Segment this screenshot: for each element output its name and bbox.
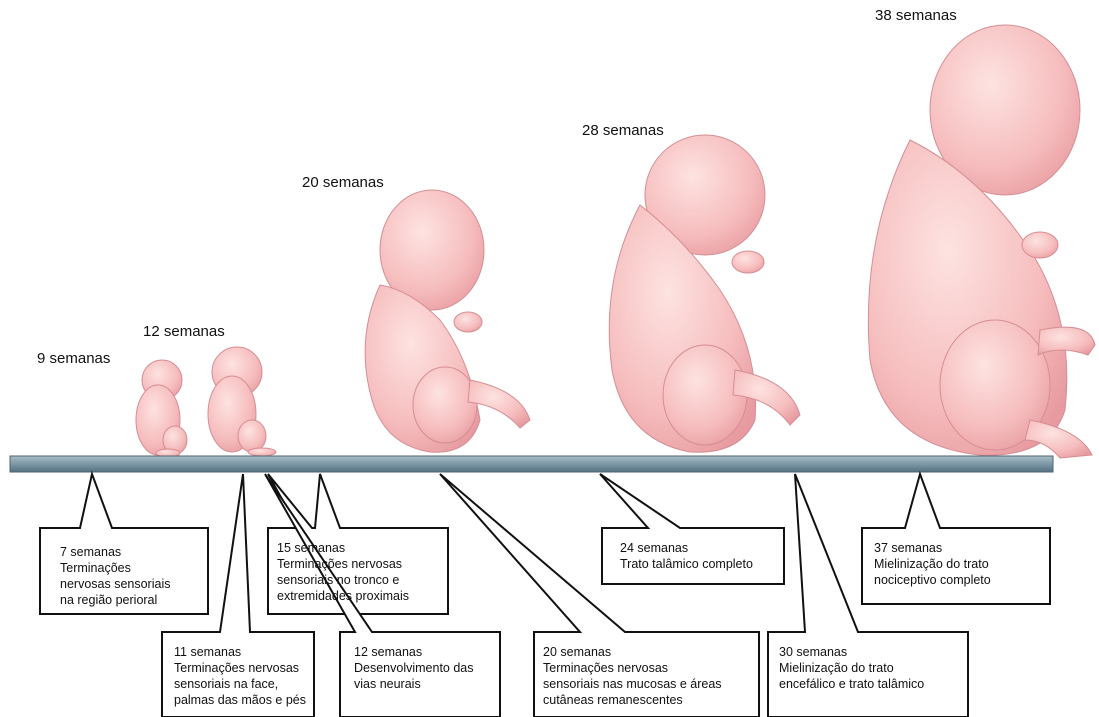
fetus-9-weeks bbox=[136, 360, 187, 457]
stage-label-38-weeks: 38 semanas bbox=[875, 7, 957, 24]
stage-label-12-weeks: 12 semanas bbox=[143, 323, 225, 340]
fetus-20-weeks bbox=[365, 190, 530, 452]
fetus-12-weeks bbox=[208, 347, 276, 456]
stage-label-28-weeks: 28 semanas bbox=[582, 122, 664, 139]
callout-11-weeks: 11 semanas Terminações nervosas sensoria… bbox=[174, 644, 306, 708]
callout-30-weeks: 30 semanas Mielinização do trato encefál… bbox=[779, 644, 924, 692]
stage-label-20-weeks: 20 semanas bbox=[302, 174, 384, 191]
timeline-bar bbox=[10, 456, 1053, 472]
fetus-28-weeks bbox=[609, 135, 800, 452]
callout-7-weeks: 7 semanas Terminações nervosas sensoriai… bbox=[60, 544, 170, 608]
callout-15-weeks: 15 semanas Terminações nervosas sensoria… bbox=[277, 540, 409, 604]
stage-label-9-weeks: 9 semanas bbox=[37, 350, 110, 367]
fetus-38-weeks bbox=[868, 25, 1095, 458]
callout-37-weeks: 37 semanas Mielinização do trato nocicep… bbox=[874, 540, 991, 588]
callout-12-weeks: 12 semanas Desenvolvimento das vias neur… bbox=[354, 644, 474, 692]
callout-20-weeks: 20 semanas Terminações nervosas sensoria… bbox=[543, 644, 722, 708]
callout-24-weeks: 24 semanas Trato talâmico completo bbox=[620, 540, 753, 572]
